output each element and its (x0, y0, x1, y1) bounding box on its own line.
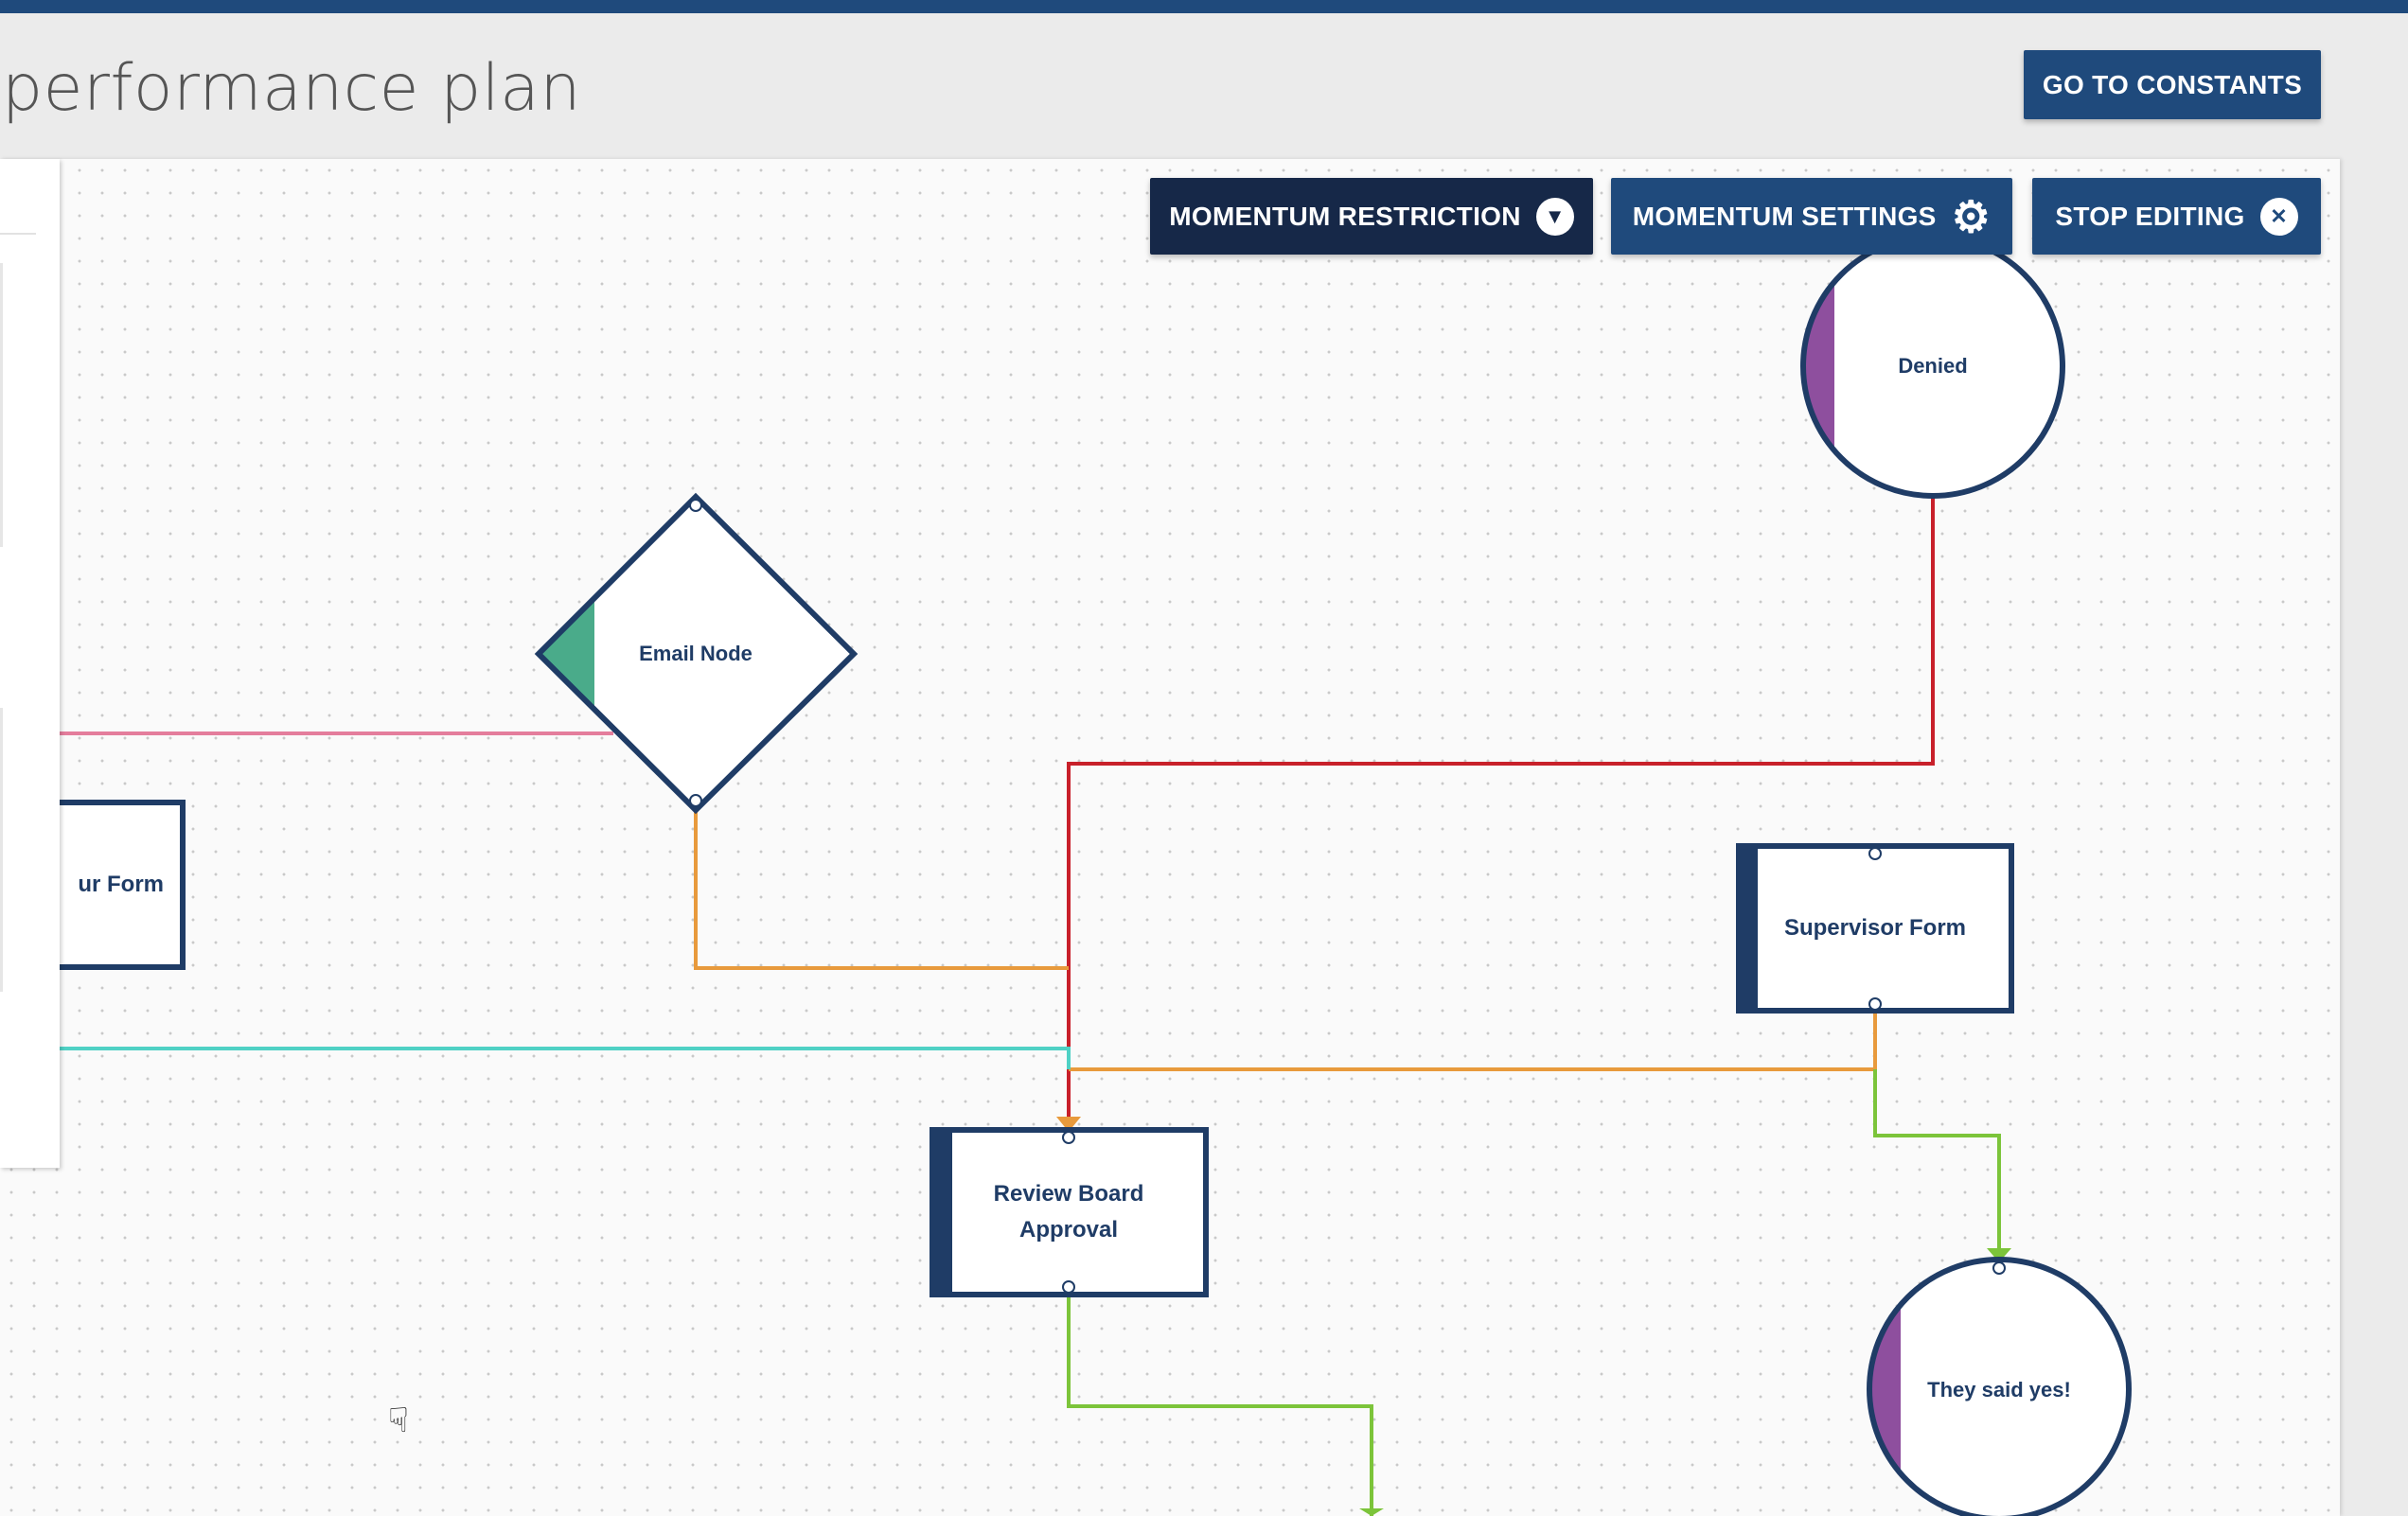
page-title: performance plan (2, 51, 581, 126)
edge-form-to-review[interactable] (60, 1047, 1071, 1069)
email-node[interactable] (534, 492, 859, 815)
side-panel[interactable] (0, 159, 60, 1168)
arrowhead-next (1359, 1508, 1384, 1516)
go-to-constants-label: GO TO CONSTANTS (2042, 69, 2303, 99)
yes-label: They said yes! (1927, 1378, 2071, 1401)
go-to-constants-button[interactable]: GO TO CONSTANTS (2024, 50, 2321, 119)
supervisor-form-node[interactable] (1736, 843, 2014, 1014)
panel-edge (0, 263, 3, 547)
panel-divider (0, 233, 36, 235)
hand-cursor-icon: ☟ (388, 1401, 409, 1439)
review-board-node[interactable] (930, 1127, 1209, 1297)
review-board-label-line1: Review Board (993, 1181, 1144, 1207)
edge-email-to-review[interactable] (694, 810, 1069, 970)
your-form-label: ur Form (78, 872, 164, 897)
momentum-restriction-label: MOMENTUM RESTRICTION (1169, 201, 1521, 231)
stop-editing-button[interactable]: STOP EDITING ✕ (2032, 178, 2321, 255)
gear-icon: ⚙ (1951, 191, 1992, 241)
review-board-label-line2: Approval (1018, 1217, 1118, 1243)
arrowhead-review (1056, 1117, 1081, 1132)
panel-edge (0, 708, 3, 992)
edge-supervisor-to-review[interactable] (1069, 1004, 1877, 1071)
edge-review-to-next[interactable] (1067, 1287, 1373, 1516)
stop-editing-label: STOP EDITING (2055, 201, 2245, 231)
edge-denied-to-review[interactable] (1067, 496, 1935, 1117)
momentum-settings-button[interactable]: MOMENTUM SETTINGS ⚙ (1611, 178, 2012, 255)
top-accent-bar (0, 0, 2408, 13)
momentum-restriction-button[interactable]: MOMENTUM RESTRICTION ▼ (1150, 178, 1593, 255)
email-node-label: Email Node (639, 642, 752, 665)
chevron-down-circle-icon: ▼ (1535, 197, 1574, 236)
denied-label: Denied (1898, 354, 1968, 378)
review-board-label: Review Board Approval (954, 1174, 1183, 1250)
momentum-settings-label: MOMENTUM SETTINGS (1632, 201, 1937, 231)
close-circle-icon: ✕ (2259, 197, 2298, 236)
edge-supervisor-to-yes[interactable] (1873, 1069, 2001, 1254)
supervisor-form-label: Supervisor Form (1783, 915, 1967, 941)
arrowhead-yes (1987, 1248, 2011, 1262)
